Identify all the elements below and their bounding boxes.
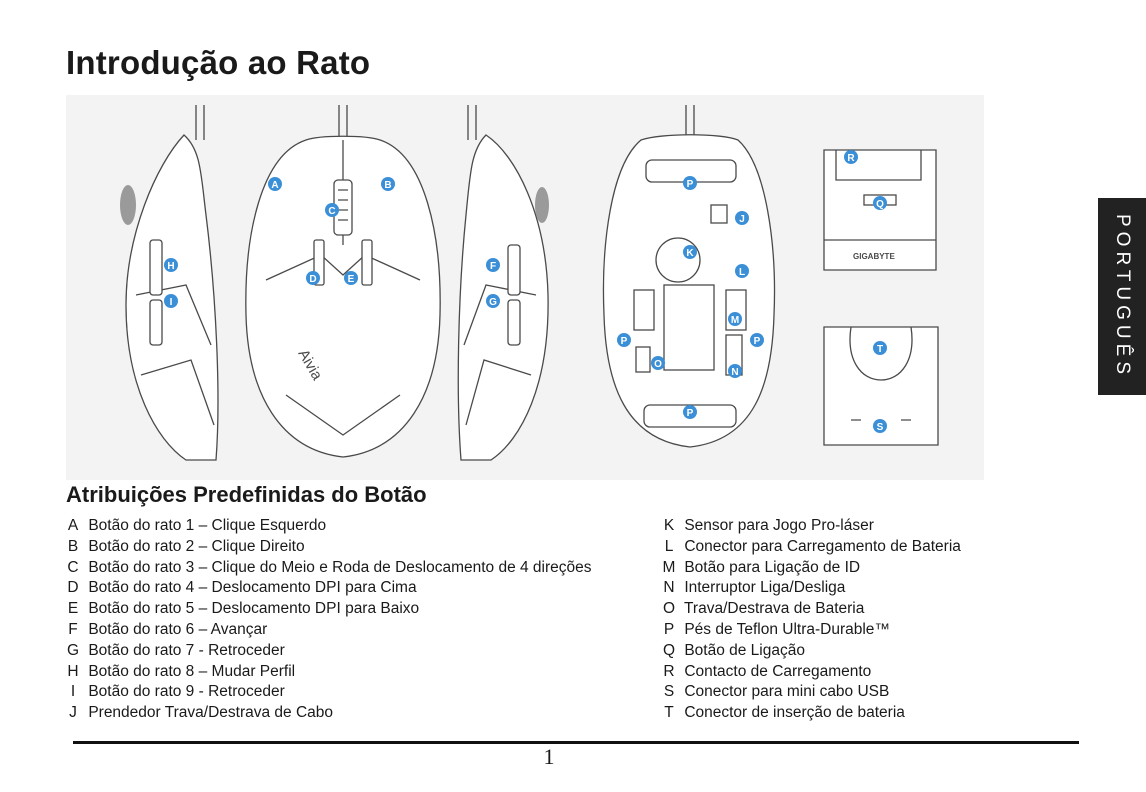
list-item: D Botão do rato 4 – Deslocamento DPI par…: [62, 578, 592, 599]
svg-text:S: S: [877, 422, 884, 433]
svg-text:P: P: [621, 336, 628, 347]
callout-R: R: [844, 150, 858, 164]
language-tab-label: PORTUGUÊS: [1111, 214, 1133, 379]
assignment-list-right: K Sensor para Jogo Pro-láser L Conector …: [658, 516, 961, 724]
svg-text:P: P: [687, 179, 694, 190]
callout-B: B: [381, 177, 395, 191]
svg-text:P: P: [687, 408, 694, 419]
callout-E: E: [344, 271, 358, 285]
list-item: K Sensor para Jogo Pro-láser: [658, 516, 961, 537]
svg-text:A: A: [271, 180, 278, 191]
callout-P-left: P: [617, 333, 631, 347]
mouse-left-side-view: [120, 105, 218, 460]
svg-text:Q: Q: [876, 199, 884, 210]
list-item: L Conector para Carregamento de Bateria: [658, 537, 961, 558]
callout-N: N: [728, 364, 742, 378]
list-item: I Botão do rato 9 - Retroceder: [62, 682, 592, 703]
mouse-diagram: Aivia: [66, 95, 984, 480]
page-number: 1: [0, 744, 1098, 770]
list-item: E Botão do rato 5 – Deslocamento DPI par…: [62, 599, 592, 620]
svg-text:M: M: [731, 315, 739, 326]
callout-C: C: [325, 203, 339, 217]
callout-J: J: [735, 211, 749, 225]
callout-K: K: [683, 245, 697, 259]
svg-text:G: G: [489, 297, 497, 308]
callout-O: O: [651, 356, 665, 370]
svg-text:D: D: [309, 274, 316, 285]
callout-I: I: [164, 294, 178, 308]
svg-text:C: C: [328, 206, 335, 217]
svg-text:N: N: [731, 367, 738, 378]
list-item: M Botão para Ligação de ID: [658, 558, 961, 579]
svg-text:J: J: [739, 214, 745, 225]
callout-S: S: [873, 419, 887, 433]
callout-P-top: P: [683, 176, 697, 190]
svg-text:E: E: [348, 274, 355, 285]
list-item: S Conector para mini cabo USB: [658, 682, 961, 703]
list-item: J Prendedor Trava/Destrava de Cabo: [62, 703, 592, 724]
list-item: G Botão do rato 7 - Retroceder: [62, 641, 592, 662]
svg-text:K: K: [686, 248, 694, 259]
svg-text:I: I: [170, 297, 173, 308]
language-tab: PORTUGUÊS: [1098, 198, 1146, 395]
callout-Q: Q: [873, 196, 887, 210]
svg-text:R: R: [847, 153, 855, 164]
svg-text:L: L: [739, 267, 745, 278]
list-item: N Interruptor Liga/Desliga: [658, 578, 961, 599]
svg-text:T: T: [877, 344, 883, 355]
mouse-bottom-view: [603, 105, 774, 447]
callout-A: A: [268, 177, 282, 191]
callout-H: H: [164, 258, 178, 272]
callout-G: G: [486, 294, 500, 308]
callout-M: M: [728, 312, 742, 326]
svg-text:B: B: [384, 180, 391, 191]
callout-L: L: [735, 264, 749, 278]
callout-T: T: [873, 341, 887, 355]
callout-D: D: [306, 271, 320, 285]
list-item: B Botão do rato 2 – Clique Direito: [62, 537, 592, 558]
callout-P-bottom: P: [683, 405, 697, 419]
dock-logo: GIGABYTE: [853, 252, 895, 261]
mouse-right-side-view: [458, 105, 549, 460]
page-title: Introdução ao Rato: [66, 44, 370, 82]
assignment-list-left: A Botão do rato 1 – Clique Esquerdo B Bo…: [62, 516, 592, 724]
mouse-top-view: Aivia: [246, 105, 440, 457]
svg-text:P: P: [754, 336, 761, 347]
list-item: C Botão do rato 3 – Clique do Meio e Rod…: [62, 558, 592, 579]
list-item: Q Botão de Ligação: [658, 641, 961, 662]
svg-text:F: F: [490, 261, 496, 272]
callout-F: F: [486, 258, 500, 272]
section-heading: Atribuições Predefinidas do Botão: [66, 482, 427, 508]
list-item: F Botão do rato 6 – Avançar: [62, 620, 592, 641]
mouse-diagram-panel: Aivia: [66, 95, 984, 480]
list-item: T Conector de inserção de bateria: [658, 703, 961, 724]
list-item: R Contacto de Carregamento: [658, 662, 961, 683]
list-item: O Trava/Destrava de Bateria: [658, 599, 961, 620]
svg-text:O: O: [654, 359, 662, 370]
list-item: P Pés de Teflon Ultra-Durable™: [658, 620, 961, 641]
list-item: A Botão do rato 1 – Clique Esquerdo: [62, 516, 592, 537]
list-item: H Botão do rato 8 – Mudar Perfil: [62, 662, 592, 683]
callout-P-right: P: [750, 333, 764, 347]
svg-text:H: H: [167, 261, 174, 272]
